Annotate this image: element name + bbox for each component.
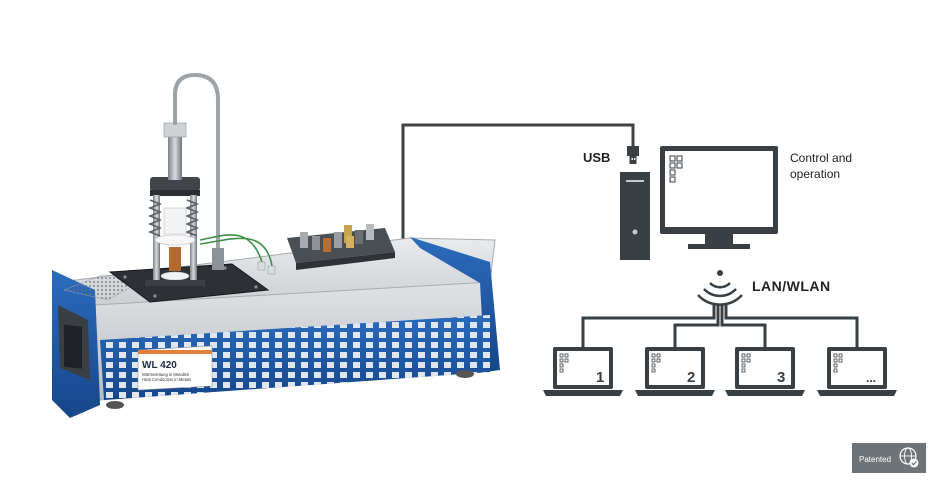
monitor <box>660 146 778 249</box>
client-number-3: 3 <box>777 369 785 386</box>
client-laptop-2: 2 <box>635 347 715 396</box>
control-label-line2: operation <box>790 167 840 181</box>
client-number-more: ... <box>866 371 876 385</box>
device-model: WL 420 <box>142 360 177 371</box>
pc-tower <box>620 172 650 260</box>
device-label-line2: Heat Conduction in Metals <box>142 377 191 382</box>
network-lines <box>581 305 859 348</box>
thermocouple-wires <box>199 234 273 267</box>
app-grid-icon <box>669 155 683 183</box>
client-laptop-more: ... <box>817 347 897 396</box>
press-frame <box>145 122 205 286</box>
client-number-2: 2 <box>687 369 695 386</box>
device-label-line1: Wärmeleitung in Metallen <box>142 372 190 377</box>
patented-badge: Patented <box>852 443 926 473</box>
sensor-tube <box>173 72 220 250</box>
sample-holder-tray <box>287 224 395 270</box>
usb-cable <box>401 123 635 245</box>
wifi-icon <box>697 270 743 306</box>
network-label: LAN/WLAN <box>752 278 831 294</box>
usb-plug-icon <box>627 146 639 164</box>
usb-label: USB <box>583 150 610 165</box>
client-laptop-3: 3 <box>725 347 805 396</box>
control-label-line1: Control and <box>790 151 852 165</box>
client-laptop-1: 1 <box>543 347 623 396</box>
experiment-device: WL 420 Wärmeleitung in Metallen Heat Con… <box>52 72 500 418</box>
client-number-1: 1 <box>596 369 604 386</box>
patented-label: Patented <box>859 455 891 464</box>
device-label-plate: WL 420 Wärmeleitung in Metallen Heat Con… <box>137 345 213 391</box>
globe-check-icon <box>899 447 919 468</box>
